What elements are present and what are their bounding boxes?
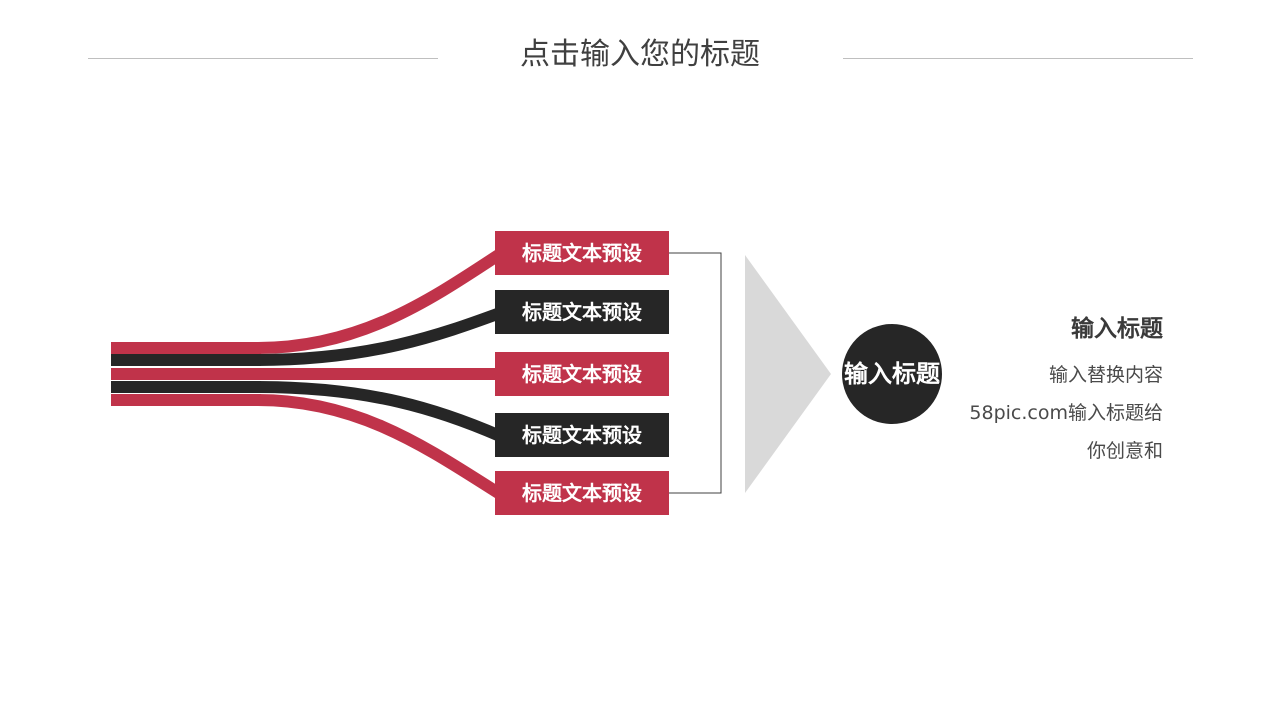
center-circle: 输入标题 <box>842 324 942 424</box>
side-heading: 输入标题 <box>1071 316 1163 342</box>
branch-curve-2 <box>257 307 503 366</box>
branch-box-2: 标题文本预设 <box>495 290 669 334</box>
branch-box-1: 标题文本预设 <box>495 231 669 275</box>
title-rule-left <box>88 58 438 59</box>
side-text-line-2: 58pic.com输入标题给 <box>969 402 1163 424</box>
branch-curve-4 <box>257 381 503 442</box>
stem-bar-4 <box>111 381 261 393</box>
stem-bar-2 <box>111 354 261 366</box>
branch-curve-5 <box>257 394 504 500</box>
arrow-triangle <box>745 255 831 493</box>
title-rule-right <box>843 58 1193 59</box>
side-text-line-3: 你创意和 <box>1086 440 1163 462</box>
branch-curve-1 <box>257 248 504 354</box>
branch-box-3: 标题文本预设 <box>495 352 669 396</box>
stem-bar-3 <box>111 368 261 380</box>
bracket-line <box>669 252 722 494</box>
branch-box-5: 标题文本预设 <box>495 471 669 515</box>
stem-bar-5 <box>111 394 261 406</box>
branch-box-4: 标题文本预设 <box>495 413 669 457</box>
side-text-line-1: 输入替换内容 <box>1048 364 1163 386</box>
page-title: 点击输入您的标题 <box>520 37 760 72</box>
stem-bar-1 <box>111 342 261 354</box>
